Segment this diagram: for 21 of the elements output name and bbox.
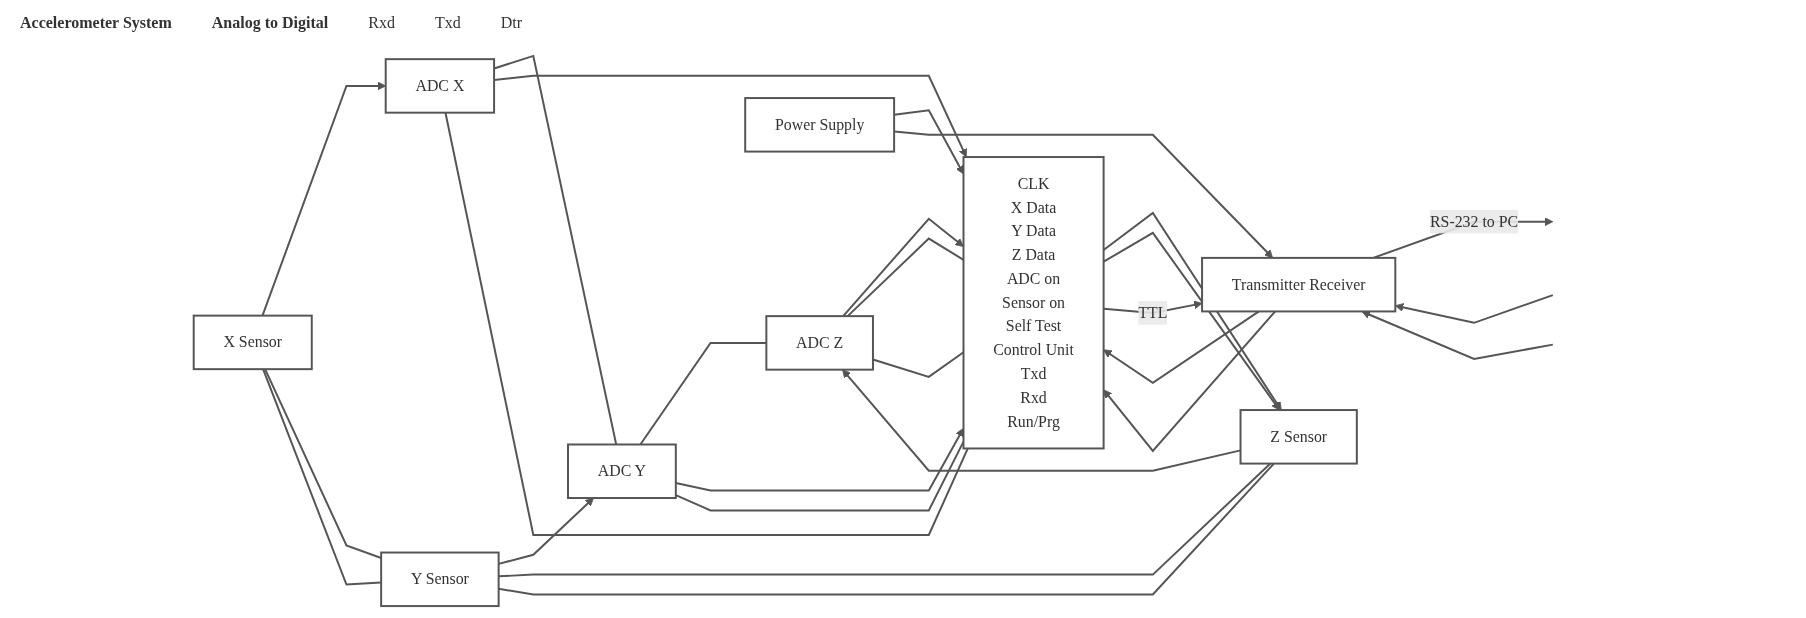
edge-label: TTL — [1138, 303, 1168, 321]
arrow — [842, 217, 964, 318]
arrow — [1103, 310, 1277, 453]
column-heading: Analog to Digital — [211, 14, 329, 32]
node-box: ADC X — [384, 58, 496, 114]
node-box: Transmitter Receiver — [1201, 256, 1397, 313]
signal-label: Rxd — [368, 14, 395, 32]
column-heading: Accelerometer System — [20, 14, 172, 32]
arrow — [1361, 310, 1554, 361]
node-box: X Sensor — [192, 314, 313, 371]
node-box: ADC Z — [765, 315, 874, 371]
node-box: ADC Y — [567, 443, 677, 499]
node-box: Power Supply — [744, 97, 896, 153]
node-box: Y Sensor — [380, 551, 500, 608]
arrow — [1103, 310, 1260, 384]
node-box: CLK X Data Y Data Z Data ADC on Sensor on Self Test Control Unit Txd Rxd Run/Prg — [962, 156, 1105, 450]
signal-label: Txd — [434, 14, 461, 32]
node-box: Z Sensor — [1239, 409, 1358, 465]
signal-label: Dtr — [500, 14, 522, 32]
connector — [444, 111, 969, 536]
edge-label: RS-232 to PC — [1429, 212, 1519, 230]
